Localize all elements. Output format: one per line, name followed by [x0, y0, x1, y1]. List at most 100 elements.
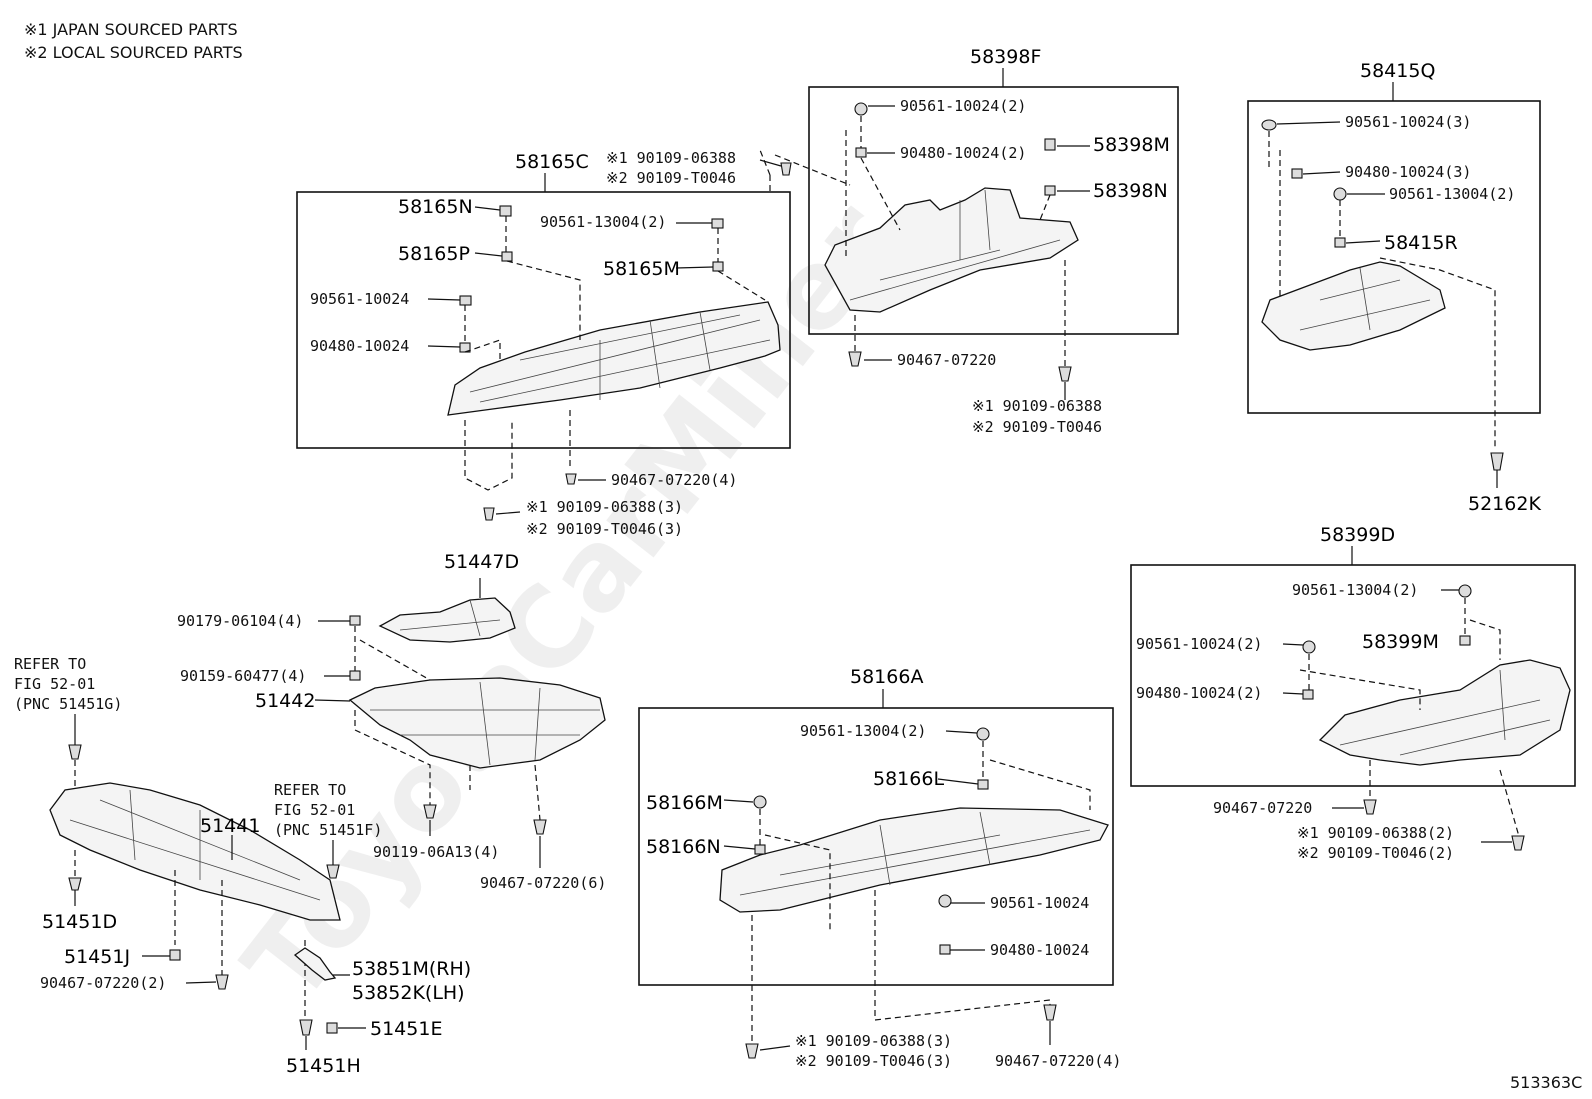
- part-53851M-label[interactable]: 53851M(RH): [352, 958, 471, 980]
- part-bolt2-58165C-label[interactable]: ※2 90109-T0046(3): [526, 520, 683, 538]
- part-bolt2-58166A-label[interactable]: ※2 90109-T0046(3): [795, 1052, 952, 1070]
- part-bolt2-58398F-label[interactable]: ※2 90109-T0046: [972, 418, 1102, 436]
- part-top-bolt1-label[interactable]: ※1 90109-06388: [606, 149, 736, 167]
- part-51442-label[interactable]: 51442: [255, 690, 315, 712]
- clip-90561-10024-icon[interactable]: [459, 295, 472, 306]
- part-58166M-label[interactable]: 58166M: [646, 792, 723, 814]
- screw-58166A-icon[interactable]: [1043, 1004, 1057, 1021]
- part-90467-07220-4-58166A-label[interactable]: 90467-07220(4): [995, 1052, 1121, 1070]
- bolt-58398F-icon[interactable]: [1058, 366, 1072, 382]
- clip-90561-13004-icon[interactable]: [711, 218, 724, 229]
- bracket-53851M-shape[interactable]: [293, 947, 337, 981]
- clip-13004-58166A-icon[interactable]: [976, 727, 990, 741]
- part-51447D-label[interactable]: 51447D: [444, 551, 519, 573]
- clip-52162K-icon[interactable]: [1490, 452, 1504, 471]
- part-90467-07220-4-label[interactable]: 90467-07220(4): [611, 471, 737, 489]
- part-90561-13004-2-58399D-label[interactable]: 90561-13004(2): [1292, 581, 1418, 599]
- clip-51451D-icon[interactable]: [68, 877, 82, 891]
- clip-58415Q-icon[interactable]: [1261, 119, 1277, 131]
- clip-51451F-icon[interactable]: [326, 864, 340, 879]
- nut-58166N-icon[interactable]: [754, 844, 766, 855]
- bolt-90109-06388-icon[interactable]: [483, 507, 495, 521]
- nut-90159-60477-icon[interactable]: [349, 670, 361, 681]
- screw-front-6-icon[interactable]: [533, 819, 547, 835]
- part-51451J-label[interactable]: 51451J: [64, 946, 130, 968]
- clip-58165N-icon[interactable]: [499, 205, 512, 217]
- part-58165N-label[interactable]: 58165N: [398, 196, 473, 218]
- part-bolt2-58399D-label[interactable]: ※2 90109-T0046(2): [1297, 844, 1454, 862]
- undercover-58165C-shape[interactable]: [447, 301, 781, 416]
- nut-58415R-icon[interactable]: [1334, 237, 1346, 248]
- bolt-58399D-icon[interactable]: [1511, 835, 1525, 851]
- nut-58399D-icon[interactable]: [1302, 689, 1314, 700]
- part-51451D-label[interactable]: 51451D: [42, 911, 117, 933]
- refer1-line3[interactable]: (PNC 51451G): [14, 695, 122, 713]
- clip-51451H-icon[interactable]: [299, 1019, 313, 1036]
- part-90480-10024-2-58399D-label[interactable]: 90480-10024(2): [1136, 684, 1262, 702]
- part-51451E-label[interactable]: 51451E: [370, 1018, 442, 1040]
- part-bolt1-58399D-label[interactable]: ※1 90109-06388(2): [1297, 824, 1454, 842]
- part-90480-10024-58166A-label[interactable]: 90480-10024: [990, 941, 1089, 959]
- part-58165M-label[interactable]: 58165M: [603, 258, 680, 280]
- clip-58166M-icon[interactable]: [753, 795, 767, 809]
- nut-58398F-icon[interactable]: [855, 147, 867, 158]
- part-90159-60477-label[interactable]: 90159-60477(4): [180, 667, 306, 685]
- nut-58166L-icon[interactable]: [977, 779, 989, 790]
- part-bolt1-58398F-label[interactable]: ※1 90109-06388: [972, 397, 1102, 415]
- screw-front-2-icon[interactable]: [215, 974, 229, 990]
- part-90561-10024-2-58399D-label[interactable]: 90561-10024(2): [1136, 635, 1262, 653]
- part-90480-10024-label[interactable]: 90480-10024: [310, 337, 409, 355]
- screw-90119-06A13-icon[interactable]: [423, 804, 437, 819]
- part-90561-13004-2-58415Q-label[interactable]: 90561-13004(2): [1389, 185, 1515, 203]
- clip-58398M-icon[interactable]: [1044, 138, 1056, 151]
- part-58398N-label[interactable]: 58398N: [1093, 180, 1168, 202]
- clip-58398F-icon[interactable]: [854, 102, 868, 116]
- part-58398M-label[interactable]: 58398M: [1093, 134, 1170, 156]
- nut-58166A-icon[interactable]: [939, 944, 951, 955]
- part-58165P-label[interactable]: 58165P: [398, 243, 470, 265]
- part-90561-13004-label[interactable]: 90561-13004(2): [540, 213, 666, 231]
- undercover-58399D-shape[interactable]: [1318, 659, 1571, 766]
- part-51441-label[interactable]: 51441: [200, 815, 260, 837]
- part-58165C-label[interactable]: 58165C: [515, 151, 589, 173]
- undercover-58166A-shape[interactable]: [719, 807, 1109, 913]
- part-90179-06104-label[interactable]: 90179-06104(4): [177, 612, 303, 630]
- bolt-top-58165C-icon[interactable]: [780, 162, 792, 176]
- part-58398F-label[interactable]: 58398F: [970, 46, 1041, 68]
- clip-51451J-icon[interactable]: [169, 949, 181, 961]
- part-90119-06A13-label[interactable]: 90119-06A13(4): [373, 843, 499, 861]
- nut-58398N-icon[interactable]: [1044, 185, 1056, 196]
- part-58166L-label[interactable]: 58166L: [873, 768, 944, 790]
- clip-51451G-icon[interactable]: [68, 744, 82, 760]
- part-bolt1-58166A-label[interactable]: ※1 90109-06388(3): [795, 1032, 952, 1050]
- part-90467-07220-6-label[interactable]: 90467-07220(6): [480, 874, 606, 892]
- nut-58399M-icon[interactable]: [1459, 635, 1471, 646]
- clip-13004-58399D-icon[interactable]: [1458, 584, 1472, 598]
- cover-51441-shape[interactable]: [49, 782, 341, 921]
- clip-13004-58415Q-icon[interactable]: [1333, 187, 1347, 201]
- nut-58415Q-icon[interactable]: [1291, 168, 1303, 179]
- part-58166N-label[interactable]: 58166N: [646, 836, 721, 858]
- bolt-90179-06104-icon[interactable]: [349, 615, 361, 626]
- part-90561-10024-label[interactable]: 90561-10024: [310, 290, 409, 308]
- part-52162K-label[interactable]: 52162K: [1468, 493, 1541, 515]
- screw-58399D-icon[interactable]: [1363, 799, 1377, 815]
- part-90561-10024-2-label[interactable]: 90561-10024(2): [900, 97, 1026, 115]
- refer2-line3[interactable]: (PNC 51451F): [274, 821, 382, 839]
- cover-51442-shape[interactable]: [348, 677, 606, 769]
- part-90467-07220-label-58398F[interactable]: 90467-07220: [897, 351, 996, 369]
- part-58415R-label[interactable]: 58415R: [1384, 232, 1458, 254]
- undercover-58415Q-shape[interactable]: [1261, 261, 1446, 351]
- part-90480-10024-2-label[interactable]: 90480-10024(2): [900, 144, 1026, 162]
- part-90561-10024-58166A-label[interactable]: 90561-10024: [990, 894, 1089, 912]
- clip-58166A-icon[interactable]: [938, 894, 952, 908]
- part-58399M-label[interactable]: 58399M: [1362, 631, 1439, 653]
- part-90467-07220-2-label[interactable]: 90467-07220(2): [40, 974, 166, 992]
- part-58399D-label[interactable]: 58399D: [1320, 524, 1395, 546]
- part-53852K-label[interactable]: 53852K(LH): [352, 982, 465, 1004]
- part-58166A-label[interactable]: 58166A: [850, 666, 923, 688]
- clip-51451E-icon[interactable]: [326, 1022, 338, 1034]
- undercover-58398F-shape[interactable]: [824, 187, 1079, 313]
- part-58415Q-label[interactable]: 58415Q: [1360, 60, 1435, 82]
- part-90480-10024-3-label[interactable]: 90480-10024(3): [1345, 163, 1471, 181]
